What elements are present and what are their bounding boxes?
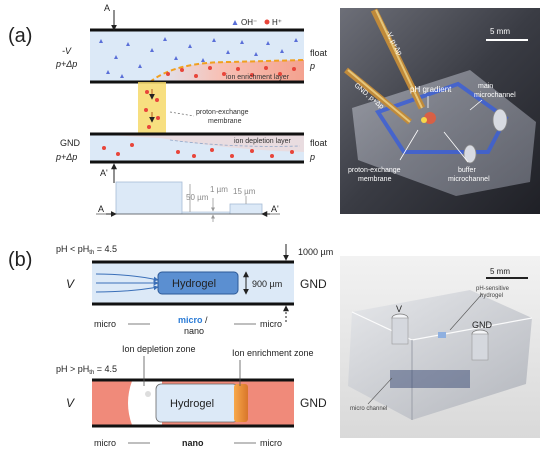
dim-50um: 50 µm [186, 193, 209, 202]
photo-a-scale: 5 mm [490, 27, 510, 36]
h-ion-markers-top [166, 66, 296, 78]
micro-left-top: micro [94, 319, 116, 329]
bottom-pressure-label: p+Δp [55, 152, 77, 162]
photo-b [340, 256, 540, 438]
enrichment-boundary [149, 59, 305, 83]
photo-b-gel-1: pH-sensitive [476, 286, 510, 292]
svg-text:A': A' [100, 168, 108, 178]
svg-text:H⁺: H⁺ [272, 18, 282, 27]
photo-a-ph-gradient: pH gradient [410, 85, 452, 94]
photo-b-gel-2: hydrogel [480, 293, 503, 299]
proton-exchange-membrane [138, 82, 166, 134]
cross-section-profile [96, 181, 280, 222]
micro-right-bottom: micro [260, 438, 282, 448]
oh-ion-markers [99, 37, 298, 78]
bottom-p-label: p [309, 152, 315, 162]
photo-b-v: V [396, 304, 402, 314]
gnd-label-bottom: GND [300, 396, 327, 410]
bottom-channel [90, 132, 304, 164]
photo-a-buffer-1: buffer [458, 167, 476, 174]
ion-legend: OH⁻ H⁺ [232, 18, 282, 27]
dim-1um: 1 µm [210, 185, 228, 194]
section-arrow-a: A [104, 3, 117, 31]
depletion-zone-label: Ion depletion zone [122, 344, 196, 354]
top-p-label: p [309, 61, 315, 71]
svg-text:OH⁻: OH⁻ [241, 18, 257, 27]
photo-a-buffer-2: microchannel [448, 176, 490, 183]
svg-text:A: A [104, 3, 110, 13]
membrane-label-line2: membrane [208, 118, 242, 125]
membrane-label-line1: proton-exchange [196, 109, 249, 116]
hydrogel-label-bottom: Hydrogel [170, 398, 214, 410]
width-dim-label: 1000 µm [298, 247, 333, 257]
micro-left-bottom: micro [94, 438, 116, 448]
photo-b-scale: 5 mm [490, 267, 510, 276]
photo-a-membrane-1: proton-exchange [348, 167, 401, 174]
hydrogel-channel-bottom [92, 356, 294, 444]
photo-a [340, 8, 540, 214]
panel-label-a: (a) [8, 25, 32, 47]
top-condition: pH < pHth = 4.5 [56, 244, 117, 256]
bottom-float-label: float [310, 138, 328, 148]
hydrogel-channel-top [92, 244, 294, 325]
enrichment-zone-label: Ion enrichment zone [232, 348, 314, 358]
micro-nano-top: micro / [178, 315, 208, 325]
height-dim-label: 900 µm [252, 279, 282, 289]
dim-15um: 15 µm [233, 187, 256, 196]
section-arrow-a-prime: A' [100, 163, 117, 183]
photo-a-main-1: main [478, 83, 493, 90]
v-label-bottom: V [66, 396, 75, 410]
micro-right-top: micro [260, 319, 282, 329]
nano-bottom: nano [182, 438, 204, 448]
panel-label-b: (b) [8, 249, 32, 271]
photo-b-gnd: GND [472, 320, 493, 330]
top-pressure-label: p+Δp [55, 59, 77, 69]
ion-depletion-label: ion depletion layer [234, 138, 291, 145]
top-voltage-label: -V [62, 46, 72, 56]
v-label-top: V [66, 277, 75, 291]
top-channel [90, 28, 305, 84]
bottom-condition: pH > pHth = 4.5 [56, 364, 117, 376]
photo-a-main-2: microchannel [474, 92, 516, 99]
bottom-gnd-label: GND [60, 138, 81, 148]
cross-label-a: A [98, 204, 104, 214]
hydrogel-block [157, 271, 239, 295]
gnd-label-top: GND [300, 277, 327, 291]
hydrogel-label-top: Hydrogel [172, 278, 216, 290]
ion-enrichment-label: ion enrichment layer [226, 74, 290, 81]
photo-a-membrane-2: membrane [358, 176, 392, 183]
top-float-label: float [310, 48, 328, 58]
photo-b-micro-channel: micro channel [350, 406, 387, 412]
cross-label-a-prime: A' [271, 204, 279, 214]
nano-top: nano [184, 326, 204, 336]
